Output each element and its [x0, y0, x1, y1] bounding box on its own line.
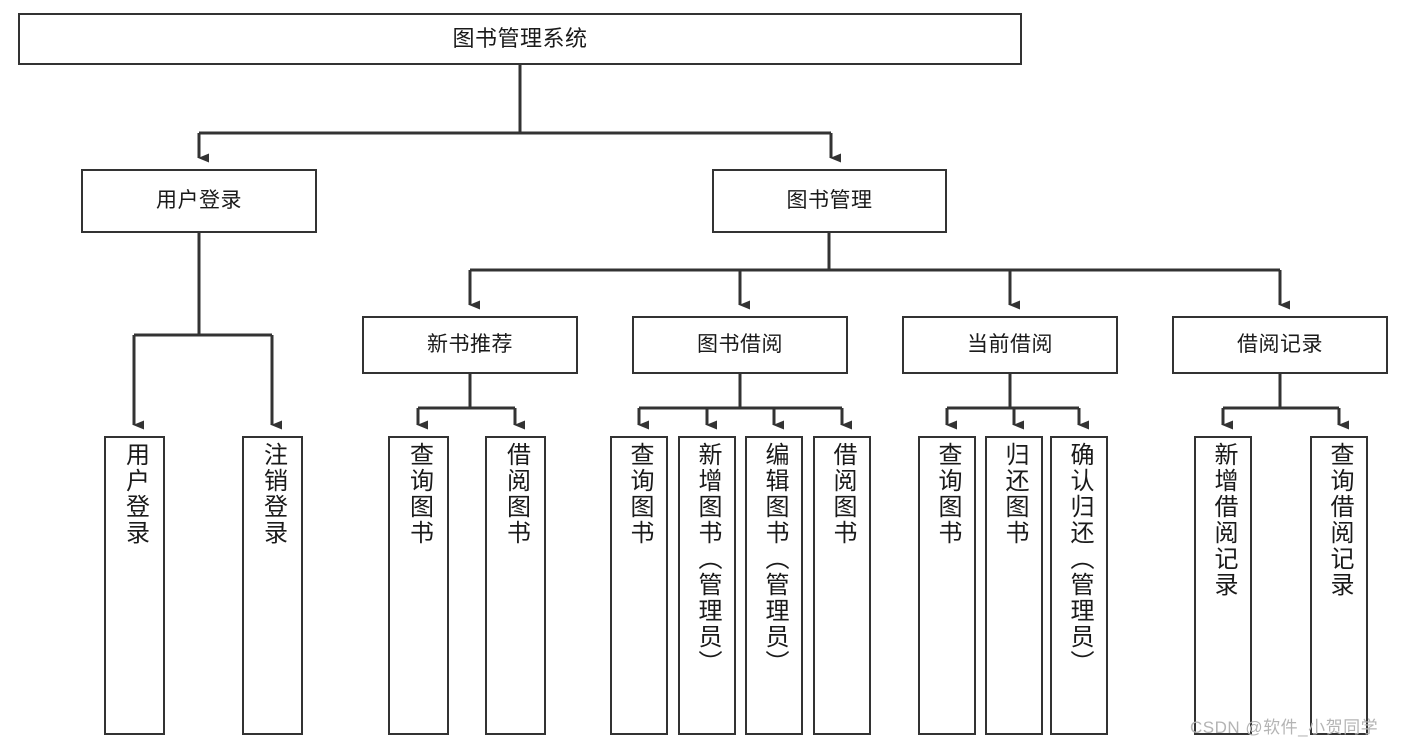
node-leaf-query-book-1-label: 查询图书: [405, 442, 433, 546]
node-leaf-borrow-book-1[interactable]: 借阅图书: [485, 436, 546, 735]
node-leaf-add-record[interactable]: 新增借阅记录: [1194, 436, 1252, 735]
node-borrow-record-label: 借阅记录: [1237, 333, 1323, 357]
node-book-manage[interactable]: 图书管理: [712, 169, 947, 233]
node-leaf-query-book-1[interactable]: 查询图书: [388, 436, 449, 735]
node-user-login[interactable]: 用户登录: [81, 169, 317, 233]
node-book-manage-label: 图书管理: [786, 189, 873, 213]
node-leaf-confirm-return-label: 确认归还（管理员）: [1066, 442, 1093, 676]
node-new-book-rec[interactable]: 新书推荐: [362, 316, 578, 374]
node-current-borrow-label: 当前借阅: [967, 333, 1053, 357]
node-leaf-user-login-label: 用户登录: [121, 442, 149, 546]
node-leaf-edit-book-label: 编辑图书（管理员）: [761, 442, 788, 676]
node-leaf-confirm-return[interactable]: 确认归还（管理员）: [1050, 436, 1108, 735]
node-leaf-add-record-label: 新增借阅记录: [1210, 442, 1237, 598]
node-book-borrow-label: 图书借阅: [697, 333, 783, 357]
node-leaf-borrow-book-2-label: 借阅图书: [829, 442, 856, 546]
node-borrow-record[interactable]: 借阅记录: [1172, 316, 1388, 374]
node-leaf-edit-book[interactable]: 编辑图书（管理员）: [745, 436, 803, 735]
node-leaf-query-book-2-label: 查询图书: [626, 442, 653, 546]
watermark-text: CSDN @软件_小贺同学: [1190, 718, 1379, 737]
node-book-borrow[interactable]: 图书借阅: [632, 316, 848, 374]
node-root-label: 图书管理系统: [452, 25, 588, 51]
node-leaf-borrow-book-1-label: 借阅图书: [502, 442, 530, 546]
node-leaf-return-book-label: 归还图书: [1001, 442, 1028, 546]
node-leaf-add-book-label: 新增图书（管理员）: [694, 442, 721, 676]
node-leaf-query-book-3[interactable]: 查询图书: [918, 436, 976, 735]
node-new-book-rec-label: 新书推荐: [427, 333, 513, 357]
node-leaf-add-book[interactable]: 新增图书（管理员）: [678, 436, 736, 735]
node-leaf-borrow-book-2[interactable]: 借阅图书: [813, 436, 871, 735]
node-leaf-return-book[interactable]: 归还图书: [985, 436, 1043, 735]
node-current-borrow[interactable]: 当前借阅: [902, 316, 1118, 374]
node-leaf-user-logout[interactable]: 注销登录: [242, 436, 303, 735]
node-user-login-label: 用户登录: [156, 189, 242, 213]
node-leaf-query-book-2[interactable]: 查询图书: [610, 436, 668, 735]
node-leaf-user-login[interactable]: 用户登录: [104, 436, 165, 735]
node-leaf-query-record[interactable]: 查询借阅记录: [1310, 436, 1368, 735]
node-leaf-user-logout-label: 注销登录: [259, 442, 287, 546]
node-leaf-query-book-3-label: 查询图书: [934, 442, 961, 546]
node-leaf-query-record-label: 查询借阅记录: [1326, 442, 1353, 598]
node-root[interactable]: 图书管理系统: [18, 13, 1022, 65]
